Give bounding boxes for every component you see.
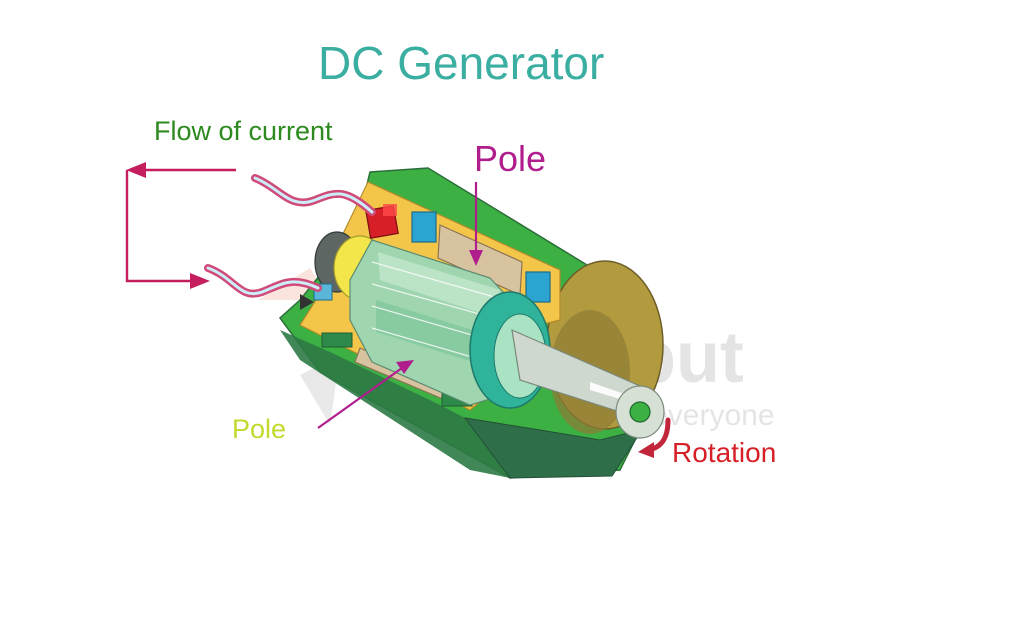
brush-block-2 — [525, 271, 551, 303]
current-arrowhead-out — [126, 162, 146, 178]
housing-shadow — [280, 330, 510, 478]
rotation-arrow — [638, 417, 671, 458]
terminal-marker — [300, 294, 314, 310]
rotation-label: Rotation — [672, 437, 777, 468]
bottom-block-1 — [321, 332, 353, 348]
wire-top — [251, 174, 376, 216]
current-flow-arrows — [125, 168, 236, 283]
pole-label-bottom: Pole — [232, 414, 287, 444]
pole-top-arrow — [469, 182, 483, 266]
flow-of-current-label: Flow of current — [154, 116, 333, 146]
current-arrowhead-in — [190, 273, 210, 289]
brush-block-1 — [411, 211, 437, 243]
pole-label-top: Pole — [474, 138, 547, 179]
pole-bottom-arrow — [317, 360, 414, 429]
diagram-title: DC Generator — [318, 37, 605, 89]
